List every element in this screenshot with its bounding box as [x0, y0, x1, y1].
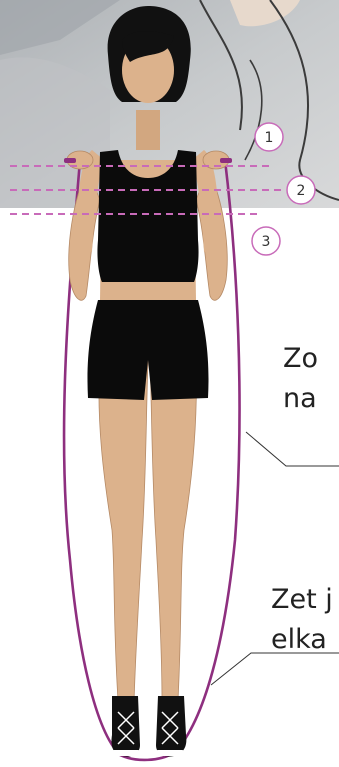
marker-2: 2: [287, 176, 315, 204]
marker-1-label: 1: [265, 130, 274, 146]
callout-line-1: [246, 432, 339, 466]
caption-bottom: Zet j elka: [271, 580, 333, 660]
marker-3: 3: [252, 227, 280, 255]
marker-3-label: 3: [262, 234, 271, 250]
caption-top: Zo na: [283, 339, 318, 419]
marker-2-label: 2: [297, 183, 306, 199]
marker-1: 1: [255, 123, 283, 151]
